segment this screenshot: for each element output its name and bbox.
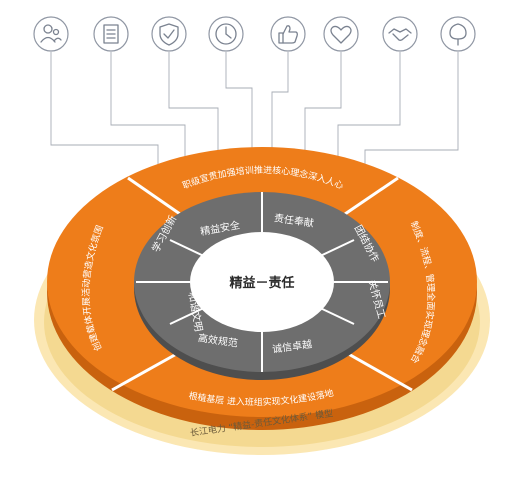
center-disc bbox=[190, 232, 334, 332]
center-label: 精益－责任 bbox=[229, 275, 294, 291]
icon-row bbox=[33, 16, 476, 52]
thumbs-up-icon bbox=[270, 16, 306, 52]
document-icon bbox=[93, 16, 129, 52]
people-icon bbox=[33, 16, 69, 52]
shield-check-icon bbox=[151, 16, 187, 52]
handshake-icon bbox=[382, 16, 418, 52]
clock-icon bbox=[208, 16, 244, 52]
connector-line bbox=[225, 52, 253, 192]
tree-icon bbox=[440, 16, 476, 52]
connector-line bbox=[271, 52, 289, 192]
heart-icon bbox=[323, 16, 359, 52]
